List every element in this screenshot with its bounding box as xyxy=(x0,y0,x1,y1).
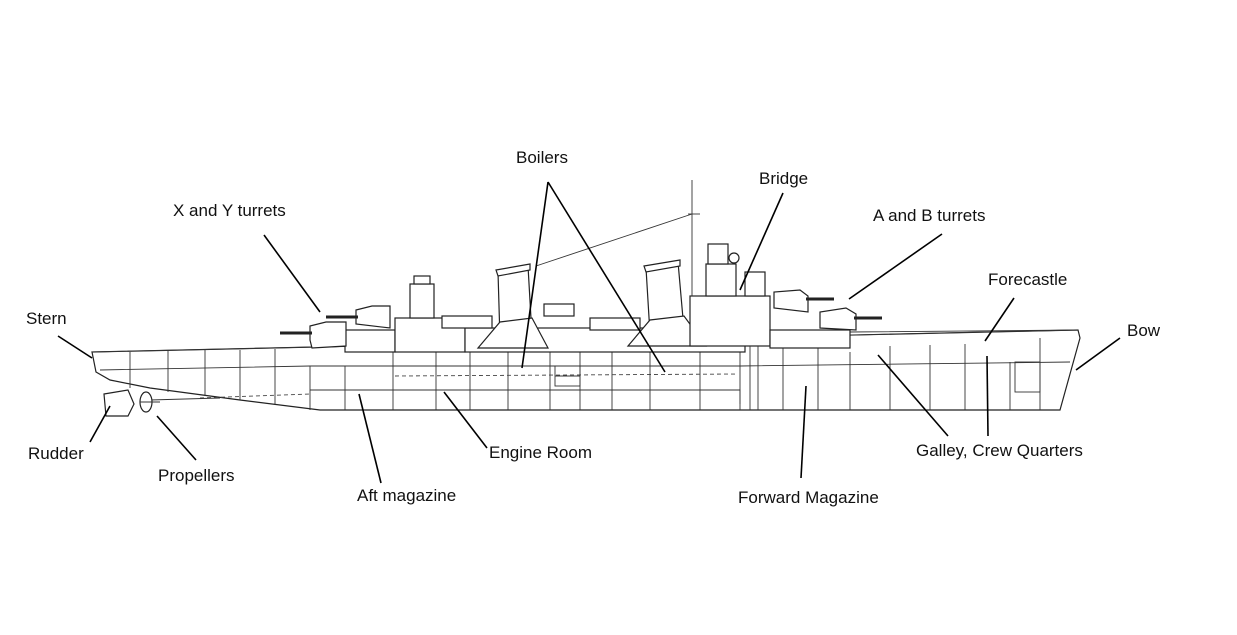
label-a-and-b-turrets: A and B turrets xyxy=(873,206,986,225)
leader-bow xyxy=(1075,337,1121,371)
rudder-and-propellers xyxy=(103,389,160,417)
leader-bridge xyxy=(739,192,784,291)
turrets xyxy=(280,289,882,349)
label-boilers: Boilers xyxy=(516,148,568,167)
leader-forward-magazine xyxy=(800,385,807,479)
leader-propellers xyxy=(156,415,197,461)
leader-rudder xyxy=(89,405,111,443)
superstructure xyxy=(344,180,851,410)
leader-forecastle xyxy=(984,297,1015,342)
label-bow: Bow xyxy=(1127,321,1161,340)
leader-xy-turrets xyxy=(263,234,321,313)
hull xyxy=(91,329,1081,411)
label-engine-room: Engine Room xyxy=(489,443,593,462)
label-forecastle: Forecastle xyxy=(988,270,1068,289)
label-aft-magazine: Aft magazine xyxy=(357,486,457,505)
leader-boilers-fwd xyxy=(547,181,666,373)
leader-engine-room xyxy=(443,391,488,449)
label-stern: Stern xyxy=(26,309,67,328)
leader-galley-2 xyxy=(986,355,989,437)
leader-lines xyxy=(57,181,1121,484)
leader-ab-turrets xyxy=(848,233,943,300)
label-bridge: Bridge xyxy=(759,169,809,188)
label-propellers: Propellers xyxy=(158,466,235,485)
leader-galley-1 xyxy=(877,354,949,437)
label-galley-crew-quarters: Galley, Crew Quarters xyxy=(916,441,1083,460)
label-x-and-y-turrets: X and Y turrets xyxy=(173,201,286,220)
leader-stern xyxy=(57,335,93,359)
label-rudder: Rudder xyxy=(28,444,84,463)
label-forward-magazine: Forward Magazine xyxy=(738,488,879,507)
leader-boilers-aft xyxy=(521,181,549,369)
leader-aft-magazine xyxy=(358,393,382,484)
